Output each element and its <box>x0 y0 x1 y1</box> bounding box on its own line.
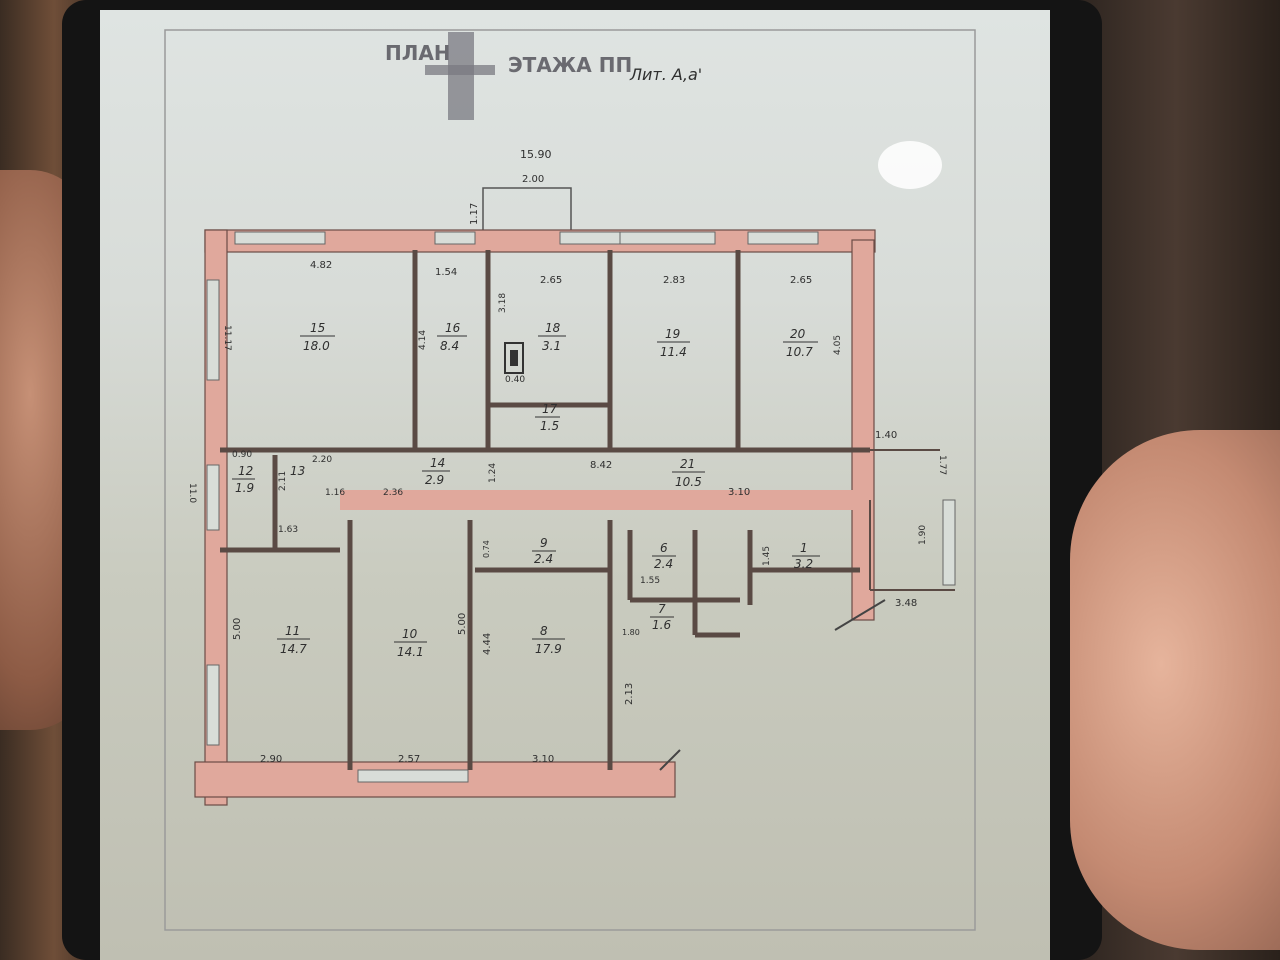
dim-1-55: 1.55 <box>640 576 660 586</box>
dim-1-90: 1.90 <box>918 525 928 545</box>
room-11-area: 14.7 <box>280 642 307 656</box>
room-14-number: 14 <box>430 456 445 470</box>
dim-4-82: 4.82 <box>310 260 332 271</box>
dim-11-0: 11.0 <box>187 483 197 503</box>
dim-5-00a: 5.00 <box>232 618 243 640</box>
room-11-number: 11 <box>285 624 300 638</box>
dim-1-40: 1.40 <box>875 430 897 441</box>
stove-symbol <box>504 342 524 374</box>
dim-2-36: 2.36 <box>383 488 403 498</box>
dim-0-40: 0.40 <box>505 375 525 385</box>
title-floor: ЭТАЖА ПП <box>508 53 632 77</box>
room-16-area: 8.4 <box>440 339 459 353</box>
dim-2-57: 2.57 <box>398 754 420 765</box>
dim-porch-width: 2.00 <box>522 174 544 185</box>
room-12-area: 1.9 <box>235 481 254 495</box>
dim-4-14: 4.14 <box>418 330 428 350</box>
exterior-walls <box>194 229 876 806</box>
room-14-area: 2.9 <box>425 473 444 487</box>
room-18-number: 18 <box>545 321 561 335</box>
room-10-number: 10 <box>402 627 418 641</box>
windows <box>206 231 956 783</box>
stamp-mark-bar <box>425 65 495 75</box>
dim-2-83: 2.83 <box>663 275 685 286</box>
floor-plan-diagram: ПЛАН ЭТАЖА ПП Лит. А,а' 15.90 2.00 1.17 <box>164 29 976 931</box>
dim-0-90: 0.90 <box>232 450 252 460</box>
room-13-number: 13 <box>290 464 305 478</box>
dim-2-65b: 2.65 <box>790 275 812 286</box>
room-6-area: 2.4 <box>654 557 673 571</box>
room-19-number: 19 <box>665 327 680 341</box>
dim-5-00b: 5.00 <box>457 613 468 635</box>
room-21-area: 10.5 <box>675 475 702 489</box>
dim-porch-depth: 1.17 <box>469 203 480 225</box>
room-15-number: 15 <box>310 321 325 335</box>
room-17-area: 1.5 <box>540 419 559 433</box>
room-1-number: 1 <box>800 541 808 555</box>
title-lit: Лит. А,а' <box>629 65 702 84</box>
room-8-area: 17.9 <box>535 642 562 656</box>
phone-screen: ПЛАН ЭТАЖА ПП Лит. А,а' 15.90 2.00 1.17 <box>100 10 1050 960</box>
room-labels: 15 18.0 16 8.4 18 3.1 17 1.5 19 11.4 20 … <box>232 321 820 659</box>
break-mark-2 <box>834 599 886 631</box>
dim-1-77: 1.77 <box>937 455 947 475</box>
title-plan: ПЛАН <box>385 41 451 65</box>
dim-1-63: 1.63 <box>278 525 298 535</box>
dim-1-54: 1.54 <box>435 267 457 278</box>
room-1-area: 3.2 <box>794 557 813 571</box>
dim-1-80: 1.80 <box>622 628 640 637</box>
dim-1-16: 1.16 <box>325 488 345 498</box>
room-7-area: 1.6 <box>652 618 671 632</box>
paper-border <box>164 29 976 931</box>
room-20-area: 10.7 <box>786 345 813 359</box>
break-mark <box>659 749 681 771</box>
stove-core <box>510 350 518 366</box>
dim-3-10b: 3.10 <box>532 754 554 765</box>
dim-11-17: 11.17 <box>222 325 232 351</box>
dim-2-13: 2.13 <box>624 683 635 705</box>
room-15-area: 18.0 <box>303 339 330 353</box>
dim-3-18: 3.18 <box>498 293 508 313</box>
room-10-area: 14.1 <box>397 645 424 659</box>
dim-1-24: 1.24 <box>488 463 498 483</box>
room-18-area: 3.1 <box>542 339 561 353</box>
dim-3-10: 3.10 <box>728 487 750 498</box>
room-20-number: 20 <box>790 327 806 341</box>
room-8-number: 8 <box>540 624 548 638</box>
room-6-number: 6 <box>660 541 668 555</box>
dim-4-05: 4.05 <box>833 335 843 355</box>
dim-8-42: 8.42 <box>590 460 612 471</box>
stamp-mark <box>448 32 474 120</box>
dim-4-44: 4.44 <box>482 633 493 655</box>
dim-3-48: 3.48 <box>895 598 917 609</box>
room-21-number: 21 <box>680 457 695 471</box>
dim-0-74: 0.74 <box>482 540 491 558</box>
finger-right <box>1070 430 1280 950</box>
room-16-number: 16 <box>445 321 461 335</box>
screen-glare <box>878 141 942 189</box>
dim-1-45: 1.45 <box>762 546 772 566</box>
room-9-number: 9 <box>540 536 548 550</box>
room-19-area: 11.4 <box>660 345 687 359</box>
room-12-number: 12 <box>238 464 253 478</box>
room-9-area: 2.4 <box>534 552 553 566</box>
room-17-number: 17 <box>542 402 558 416</box>
dim-total-width: 15.90 <box>520 148 552 161</box>
dim-2-65a: 2.65 <box>540 275 562 286</box>
room-7-number: 7 <box>658 602 666 616</box>
dim-2-20: 2.20 <box>312 455 332 465</box>
interior-walls <box>220 250 955 770</box>
dim-2-90: 2.90 <box>260 754 282 765</box>
dim-2-11: 2.11 <box>278 471 288 491</box>
